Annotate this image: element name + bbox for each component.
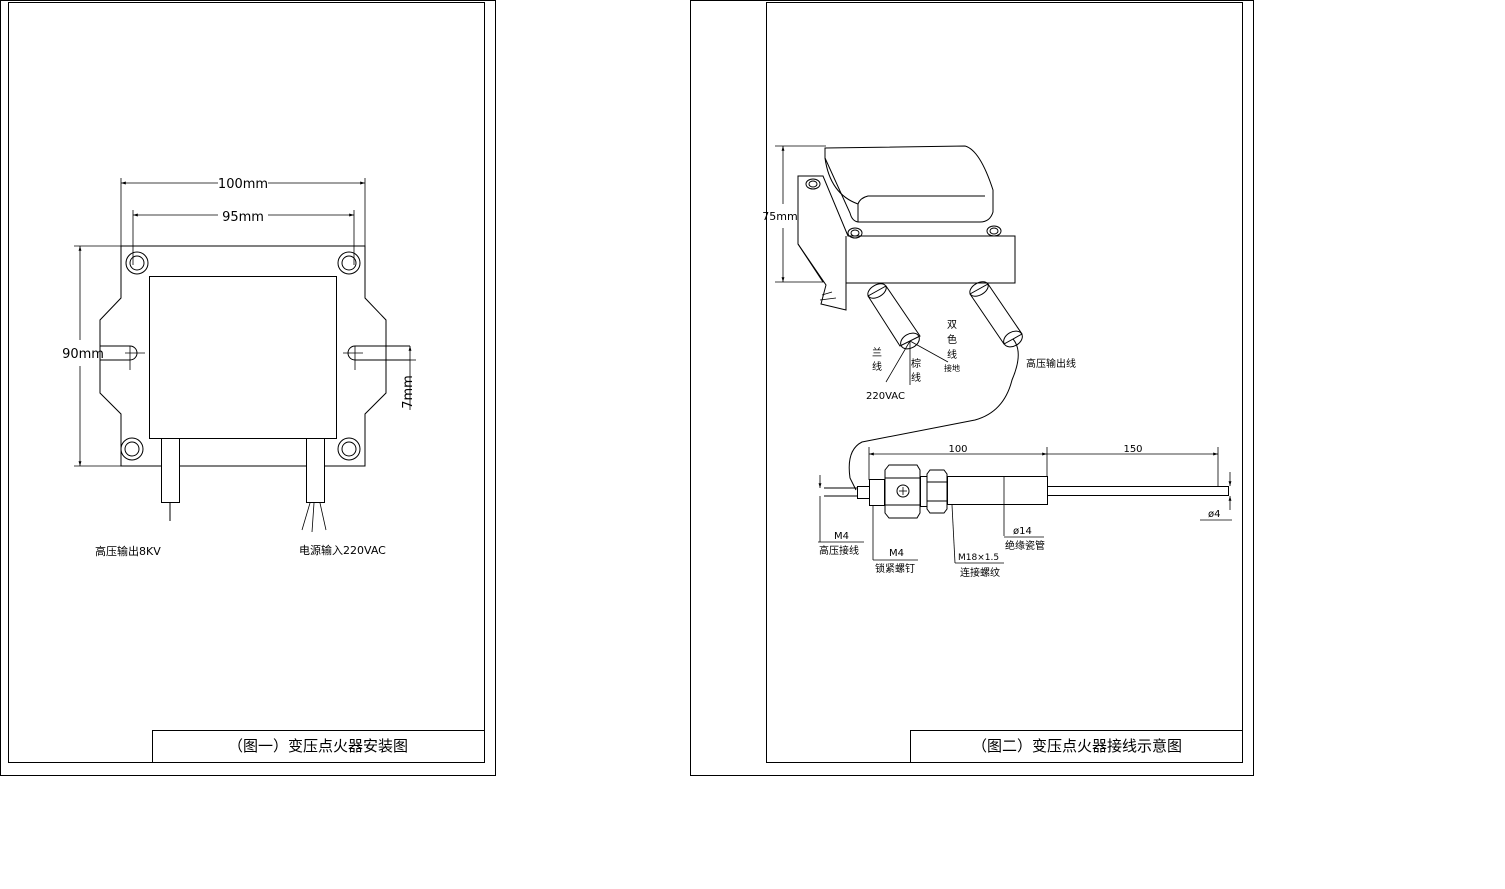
adapter bbox=[869, 479, 885, 506]
label-ceramic-tube: 绝缘瓷管 bbox=[1005, 539, 1045, 552]
sheet-2-title-block bbox=[910, 730, 1243, 763]
wire-bicolor-char3: 线 bbox=[947, 348, 957, 361]
sheet-2: （图二）变压点火器接线示意图 75mm bbox=[690, 0, 1254, 776]
mounting-holes bbox=[120, 251, 361, 461]
dim-150-label: 150 bbox=[1123, 444, 1142, 455]
transformer-body bbox=[149, 276, 337, 439]
label-d14: ø14 bbox=[1013, 526, 1032, 537]
dim-100: 100 bbox=[868, 444, 1048, 480]
wire-brown-char1: 棕 bbox=[911, 357, 921, 370]
wire-bicolor-char2: 色 bbox=[947, 333, 957, 346]
wire-brown-char2: 线 bbox=[911, 371, 921, 384]
sheet-2-inner-frame bbox=[766, 2, 1243, 763]
dim-7mm: 7mm bbox=[401, 346, 416, 410]
label-hv-wire: 高压接线 bbox=[819, 544, 859, 557]
ignition-electrode bbox=[824, 464, 1229, 519]
thread-nut bbox=[926, 469, 948, 514]
electrode-rod bbox=[1047, 486, 1229, 496]
callout-m4-tip: M4 高压接线 bbox=[818, 475, 864, 557]
callout-thread: M18×1.5 连接螺纹 bbox=[951, 504, 1004, 579]
mounting-plate bbox=[99, 245, 387, 467]
label-thread-spec: M18×1.5 bbox=[958, 553, 999, 563]
label-hv-output-wire: 高压输出线 bbox=[1026, 357, 1076, 370]
dim-75mm-label: 75mm bbox=[762, 210, 797, 223]
hv-terminal-iso bbox=[969, 283, 1023, 345]
sheet-1: （图一）变压点火器安装图 100mm 95mm 90mm bbox=[0, 0, 496, 776]
dim-100mm: 100mm bbox=[120, 177, 366, 258]
label-d4: ø4 bbox=[1208, 509, 1220, 520]
wire-leads bbox=[885, 340, 949, 385]
fig2-title: （图二）变压点火器接线示意图 bbox=[972, 737, 1182, 755]
sheet-2-outer-frame bbox=[690, 0, 1254, 776]
power-terminal-iso bbox=[867, 285, 921, 347]
power-wires bbox=[301, 502, 327, 533]
dim-7mm-label: 7mm bbox=[401, 375, 416, 409]
wire-bicolor-char1: 双 bbox=[947, 319, 957, 331]
dim-95mm-label: 95mm bbox=[222, 210, 264, 225]
sheet-1-title-block bbox=[152, 730, 485, 763]
dim-100mm-label: 100mm bbox=[218, 177, 268, 192]
label-hv-output: 高压输出8KV bbox=[95, 544, 161, 558]
label-power-input: 电源输入220VAC bbox=[299, 543, 386, 557]
fig1-title: （图一）变压点火器安装图 bbox=[228, 737, 408, 755]
hv-cable bbox=[848, 338, 1019, 491]
wire-bicolor-char4: 接地 bbox=[944, 363, 960, 373]
dim-90mm-label: 90mm bbox=[62, 347, 104, 362]
dim-75mm: 75mm bbox=[762, 145, 826, 283]
dim-d14: ø14 绝缘瓷管 bbox=[1003, 476, 1045, 552]
dim-90mm: 90mm bbox=[62, 245, 121, 467]
label-m4-lock: M4 bbox=[889, 548, 904, 559]
wire-blue-char1: 兰 bbox=[872, 346, 882, 359]
iso-hole-3 bbox=[986, 225, 1002, 237]
dim-100-label: 100 bbox=[948, 444, 967, 455]
power-input-terminal bbox=[306, 438, 325, 503]
lock-screw bbox=[896, 484, 910, 498]
lock-nut bbox=[884, 464, 921, 519]
top-cover bbox=[824, 145, 994, 223]
ceramic-tube bbox=[947, 476, 1048, 505]
transformer-iso bbox=[797, 145, 1023, 350]
callout-m4-lock: M4 锁紧螺钉 bbox=[872, 506, 918, 575]
m4-terminal bbox=[857, 486, 870, 499]
hv-output-terminal bbox=[161, 438, 180, 503]
dim-150: 150 bbox=[1047, 444, 1219, 486]
dim-95mm: 95mm bbox=[132, 210, 355, 265]
wire-blue-char2: 线 bbox=[872, 360, 882, 373]
iso-hole-1 bbox=[805, 178, 821, 190]
iso-hole-2 bbox=[847, 227, 863, 239]
label-connect-thread: 连接螺纹 bbox=[960, 566, 1000, 579]
label-220vac: 220VAC bbox=[866, 391, 905, 402]
dim-d4: ø4 bbox=[1200, 472, 1232, 521]
sheet-1-outer-frame bbox=[0, 0, 496, 776]
label-lock-screw: 锁紧螺钉 bbox=[875, 562, 915, 575]
label-m4-tip: M4 bbox=[834, 531, 849, 542]
